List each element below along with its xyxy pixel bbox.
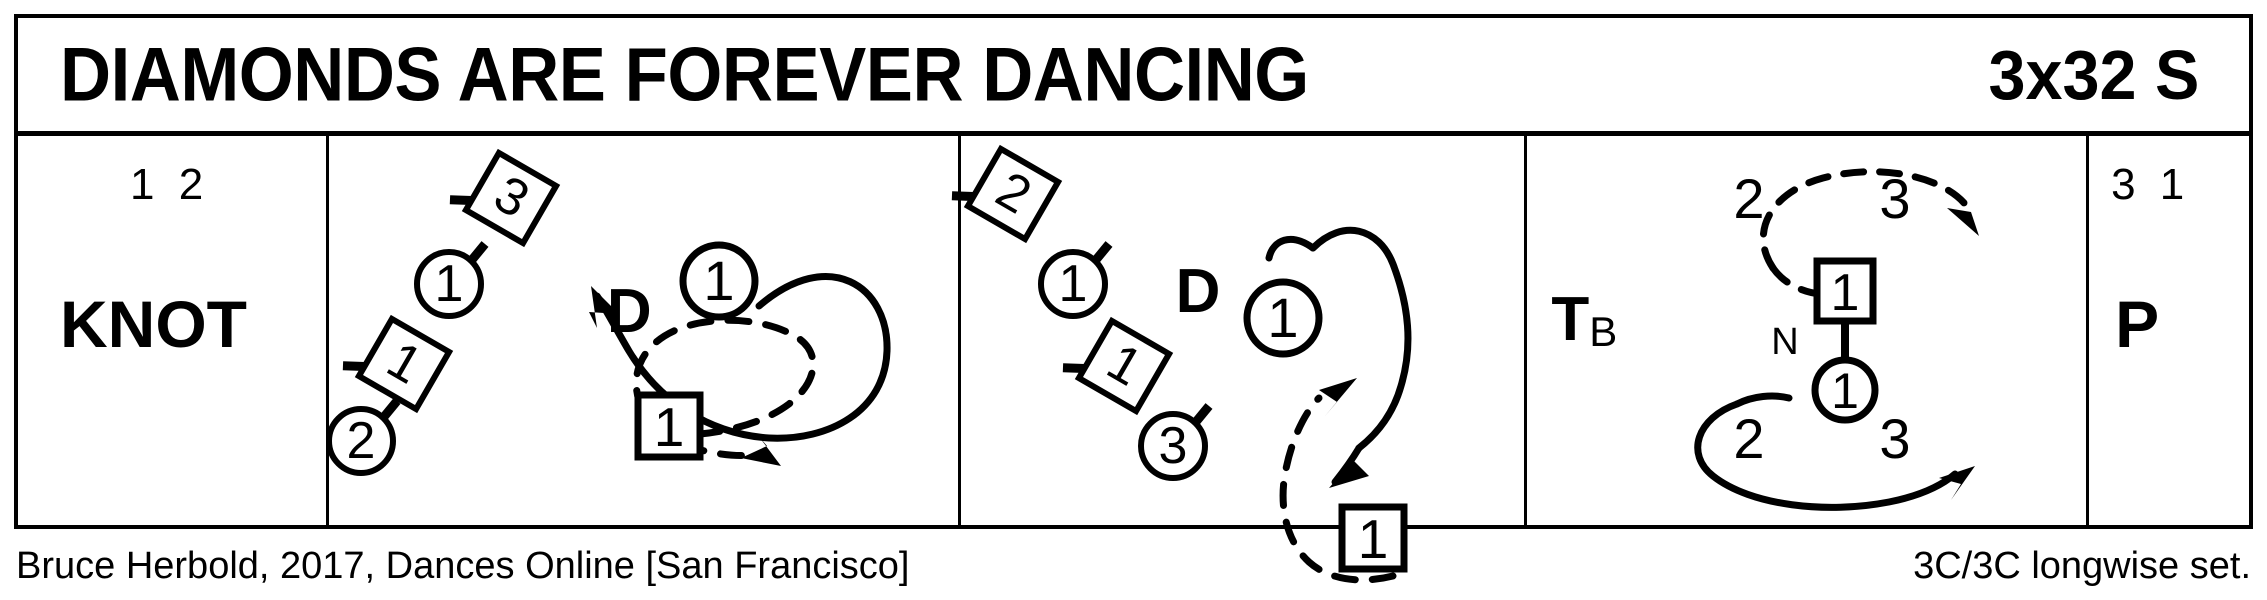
reel-label-bottom-right: 3	[1880, 407, 1911, 470]
panel-diamond-second: 2 1 1	[951, 136, 1528, 584]
dancer-circle-3: 3	[1137, 403, 1213, 481]
reel-label-bottom-left: 2	[1734, 407, 1765, 470]
dashed-track-path	[632, 316, 817, 459]
figure-letter-t-sub: B	[1589, 308, 1618, 355]
figure-letter-d: D	[1175, 257, 1221, 326]
figure-letter-t: TB	[1551, 284, 1617, 356]
solid-track-tail	[1265, 235, 1317, 262]
panel-end-positions: 3 1 P	[2089, 136, 2249, 528]
track-dancer-box: 1	[1338, 503, 1408, 573]
track-dancer-circle: 1	[679, 241, 759, 321]
dashed-track-path	[1279, 394, 1397, 584]
track-dancer-box: 1	[634, 391, 704, 461]
reel-bottom-solid-path-end	[1733, 392, 1793, 408]
reel-top-dashed-path-end	[1769, 264, 1837, 298]
solid-track-path-2	[1331, 444, 1363, 486]
track-diagram-first: 1 1	[588, 241, 891, 466]
dancer-label: 2	[346, 412, 375, 470]
figure-knot: KNOT	[60, 287, 247, 361]
dancer-circle-1: 1	[413, 241, 489, 319]
reel-dancer-box: 1	[1813, 257, 1877, 325]
dancer-circle-1: 1	[1037, 241, 1113, 319]
dashed-track-arrowhead	[740, 434, 781, 466]
figure-poussette: P	[2115, 287, 2160, 361]
start-places: 1 2	[130, 160, 210, 209]
credit-text: Bruce Herbold, 2017, Dances Online [San …	[16, 545, 910, 587]
reel-diagram: 1 1 2 3 2 3 N	[1694, 167, 1980, 511]
dashed-track-arrowhead	[1318, 378, 1357, 416]
end-places: 3 1	[2111, 160, 2191, 209]
track-circle-label: 1	[1267, 286, 1298, 349]
reel-bottom-solid-path	[1694, 400, 1959, 511]
title-row: DIAMONDS ARE FOREVER DANCING 3x32 S	[18, 18, 2249, 136]
setting-text: 3C/3C longwise set.	[1913, 545, 2251, 587]
dance-title: DIAMONDS ARE FOREVER DANCING	[60, 32, 1309, 117]
diamond-dancers-first: 3 1 1	[325, 148, 561, 476]
figure-letter-t-main: T	[1551, 285, 1590, 354]
dancer-label: 3	[1158, 417, 1187, 475]
reel-box-label: 1	[1831, 264, 1860, 322]
track-circle-label: 1	[703, 249, 734, 312]
reel-label-side: N	[1772, 321, 1799, 363]
track-dancer-circle: 1	[1243, 278, 1323, 358]
dancer-label: 1	[1058, 255, 1087, 313]
dancer-label: 1	[434, 255, 463, 313]
reel-top-dashed-path	[1760, 168, 1969, 272]
reel-circle-label: 1	[1831, 363, 1859, 419]
reel-label-top-left: 2	[1734, 167, 1765, 230]
track-diagram-second: 1 1	[1243, 226, 1412, 584]
reel-bottom-arrowhead	[1939, 466, 1976, 500]
dance-card: DIAMONDS ARE FOREVER DANCING 3x32 S 1 2 …	[14, 14, 2253, 584]
solid-track-path	[1309, 226, 1412, 452]
panel-reel: TB 1	[1527, 136, 2090, 528]
solid-track-arrowhead	[588, 286, 619, 328]
panel-start-positions: 1 2 KNOT	[18, 136, 329, 528]
reel-dancer-circle: 1	[1811, 356, 1879, 424]
diamond-dancers-second: 2 1 1	[951, 144, 1213, 481]
panel-diamond-first: 3 1 1	[325, 136, 961, 528]
figure-panels: 1 2 KNOT 3 1	[18, 136, 2249, 584]
track-box-label: 1	[654, 396, 685, 458]
solid-track-path	[593, 273, 891, 442]
footer: Bruce Herbold, 2017, Dances Online [San …	[14, 545, 2253, 591]
dance-meta: 3x32 S	[1988, 35, 2200, 114]
track-box-label: 1	[1357, 508, 1388, 570]
reel-top-arrowhead	[1947, 194, 1980, 236]
reel-label-top-right: 3	[1880, 167, 1911, 230]
dancer-circle-2: 2	[325, 398, 401, 476]
